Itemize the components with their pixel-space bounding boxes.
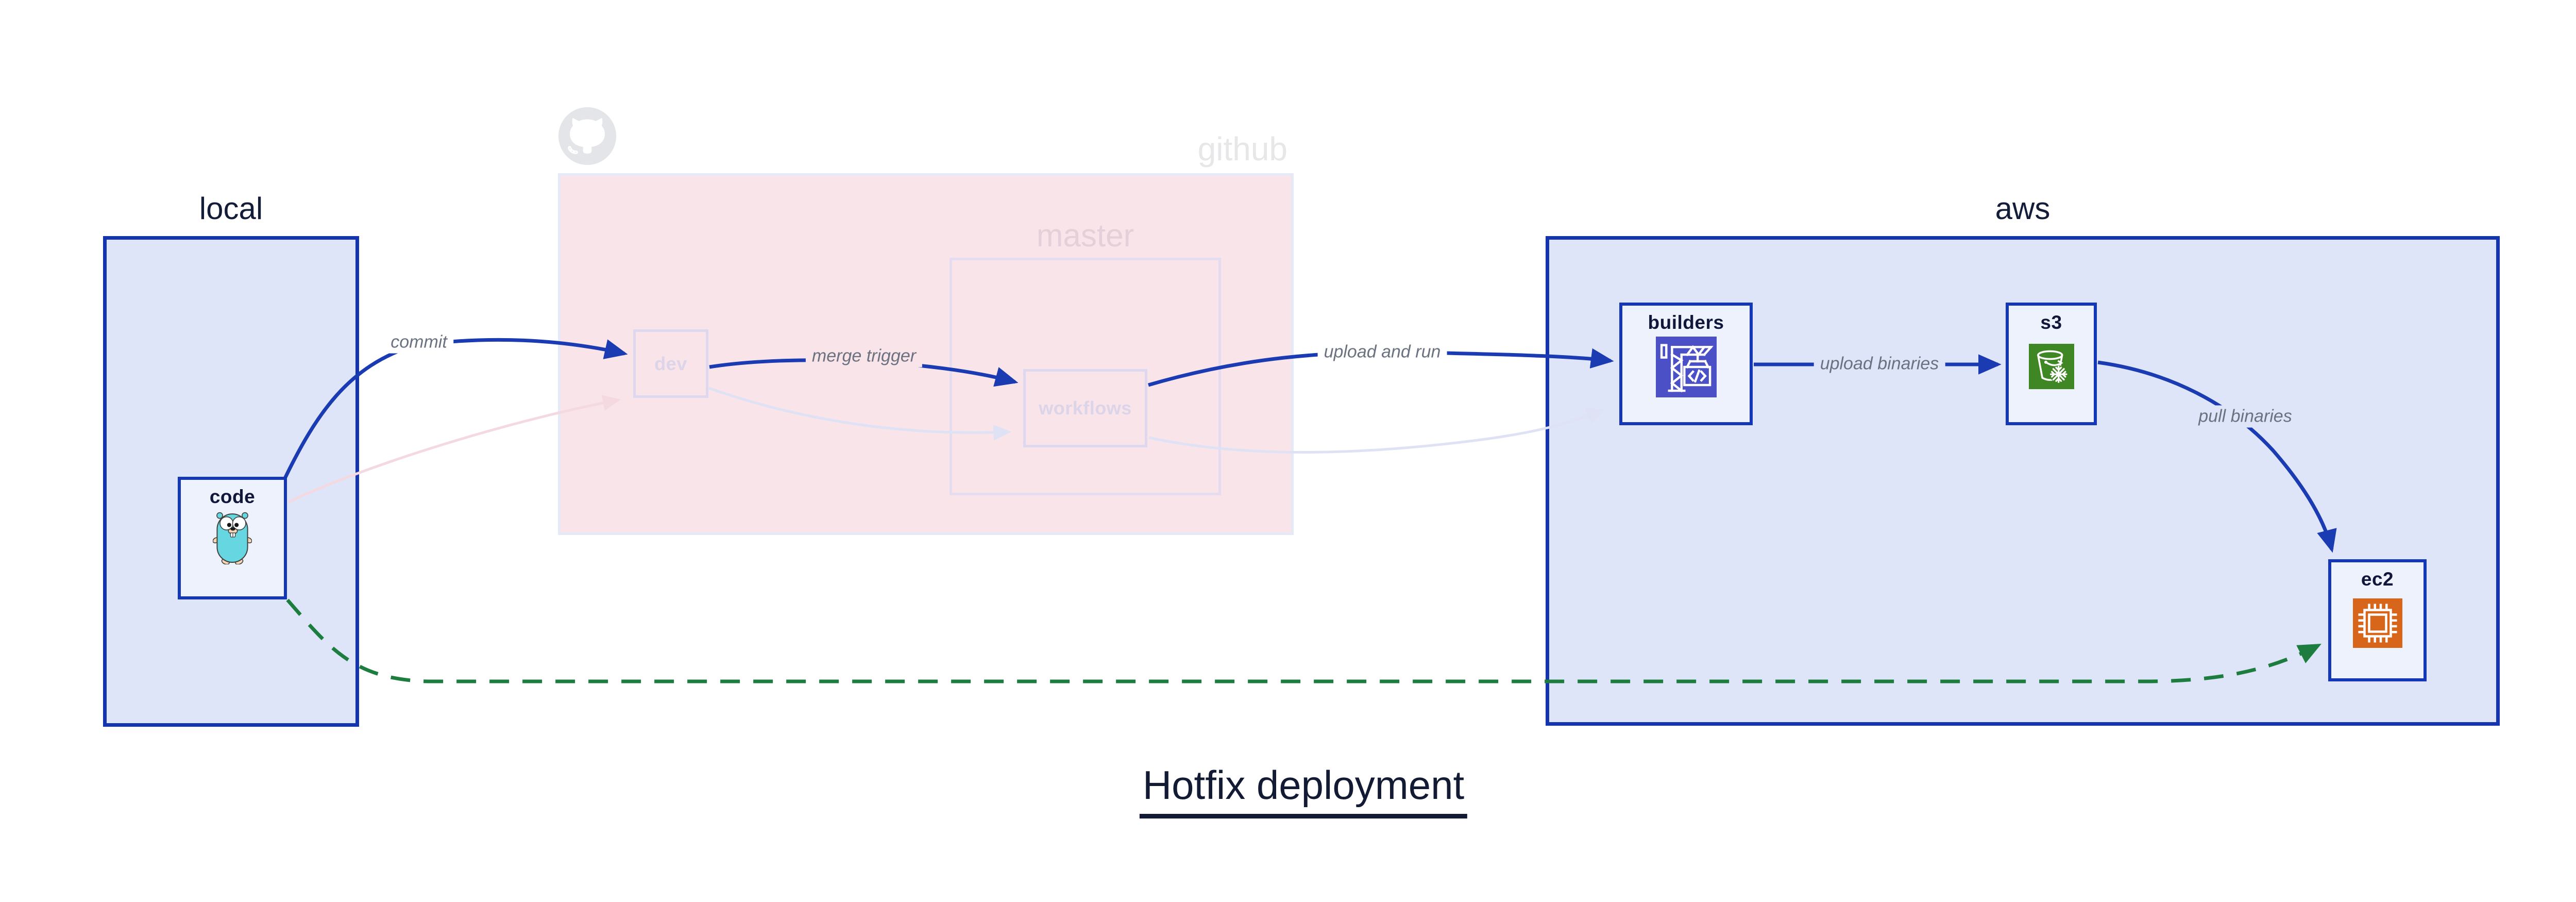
- node-workflows: workflows: [1023, 369, 1147, 447]
- edge-pull-binaries: [2097, 360, 2337, 553]
- node-s3-label: s3: [2040, 312, 2062, 333]
- github-octocat-icon: [558, 107, 617, 165]
- node-workflows-label: workflows: [1039, 397, 1132, 419]
- edge-hotfix-dashed: [286, 598, 2321, 683]
- group-label-aws: aws: [1995, 191, 2050, 226]
- node-builders: builders: [1619, 303, 1753, 425]
- node-builders-label: builders: [1648, 312, 1724, 333]
- group-label-local: local: [199, 191, 263, 226]
- edge-label-upload-and-run: upload and run: [1317, 341, 1447, 363]
- diagram-title: Hotfix deployment: [1139, 762, 1468, 819]
- node-dev-label: dev: [654, 353, 687, 374]
- edge-faded-upload: [1148, 408, 1605, 454]
- aws-codebuild-crane-icon: [1655, 337, 1717, 397]
- aws-s3-bucket-icon: [2028, 344, 2074, 389]
- edge-label-upload-binaries: upload binaries: [1814, 353, 1945, 375]
- edge-label-pull-binaries: pull binaries: [2192, 405, 2298, 428]
- edge-faded-commit: [287, 395, 621, 504]
- group-label-master: master: [1036, 218, 1134, 254]
- node-code: code: [178, 477, 287, 599]
- node-ec2-label: ec2: [2361, 569, 2394, 590]
- group-label-github: github: [1197, 130, 1287, 168]
- edge-label-merge-trigger: merge trigger: [805, 345, 923, 368]
- node-dev: dev: [633, 329, 708, 398]
- group-master: [950, 258, 1221, 495]
- go-gopher-icon: [213, 512, 252, 564]
- node-s3: s3: [2006, 303, 2097, 425]
- group-github: [558, 173, 1294, 535]
- node-code-label: code: [209, 486, 256, 507]
- node-ec2: ec2: [2328, 559, 2427, 681]
- edge-faded-merge: [708, 387, 1012, 441]
- edge-label-commit: commit: [384, 331, 453, 354]
- aws-ec2-chip-icon: [2352, 598, 2402, 648]
